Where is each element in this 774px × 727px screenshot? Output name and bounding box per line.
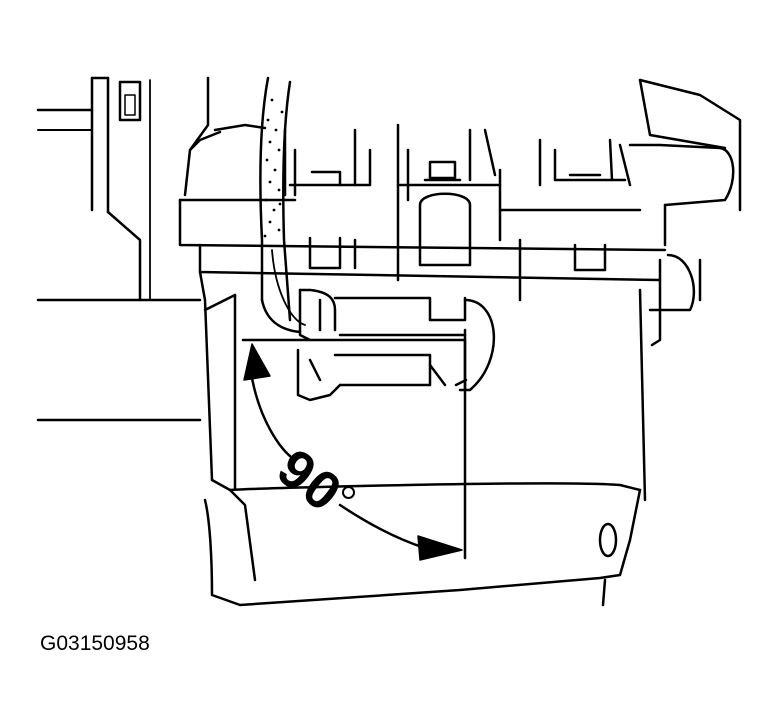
left-background-structure <box>36 76 202 422</box>
rail-bosses <box>308 236 702 312</box>
lower-housing-body <box>198 258 662 607</box>
upper-rail-assembly <box>178 78 742 282</box>
angle-arc-arrow <box>243 343 463 561</box>
wiring-harness <box>259 76 306 334</box>
angle-reference-lines <box>241 338 467 560</box>
central-post <box>418 160 472 267</box>
figure-id-label: G03150958 <box>40 632 150 655</box>
upper-left-housing <box>183 76 267 197</box>
connector-assembly <box>296 288 495 402</box>
degree-symbol <box>342 486 355 499</box>
